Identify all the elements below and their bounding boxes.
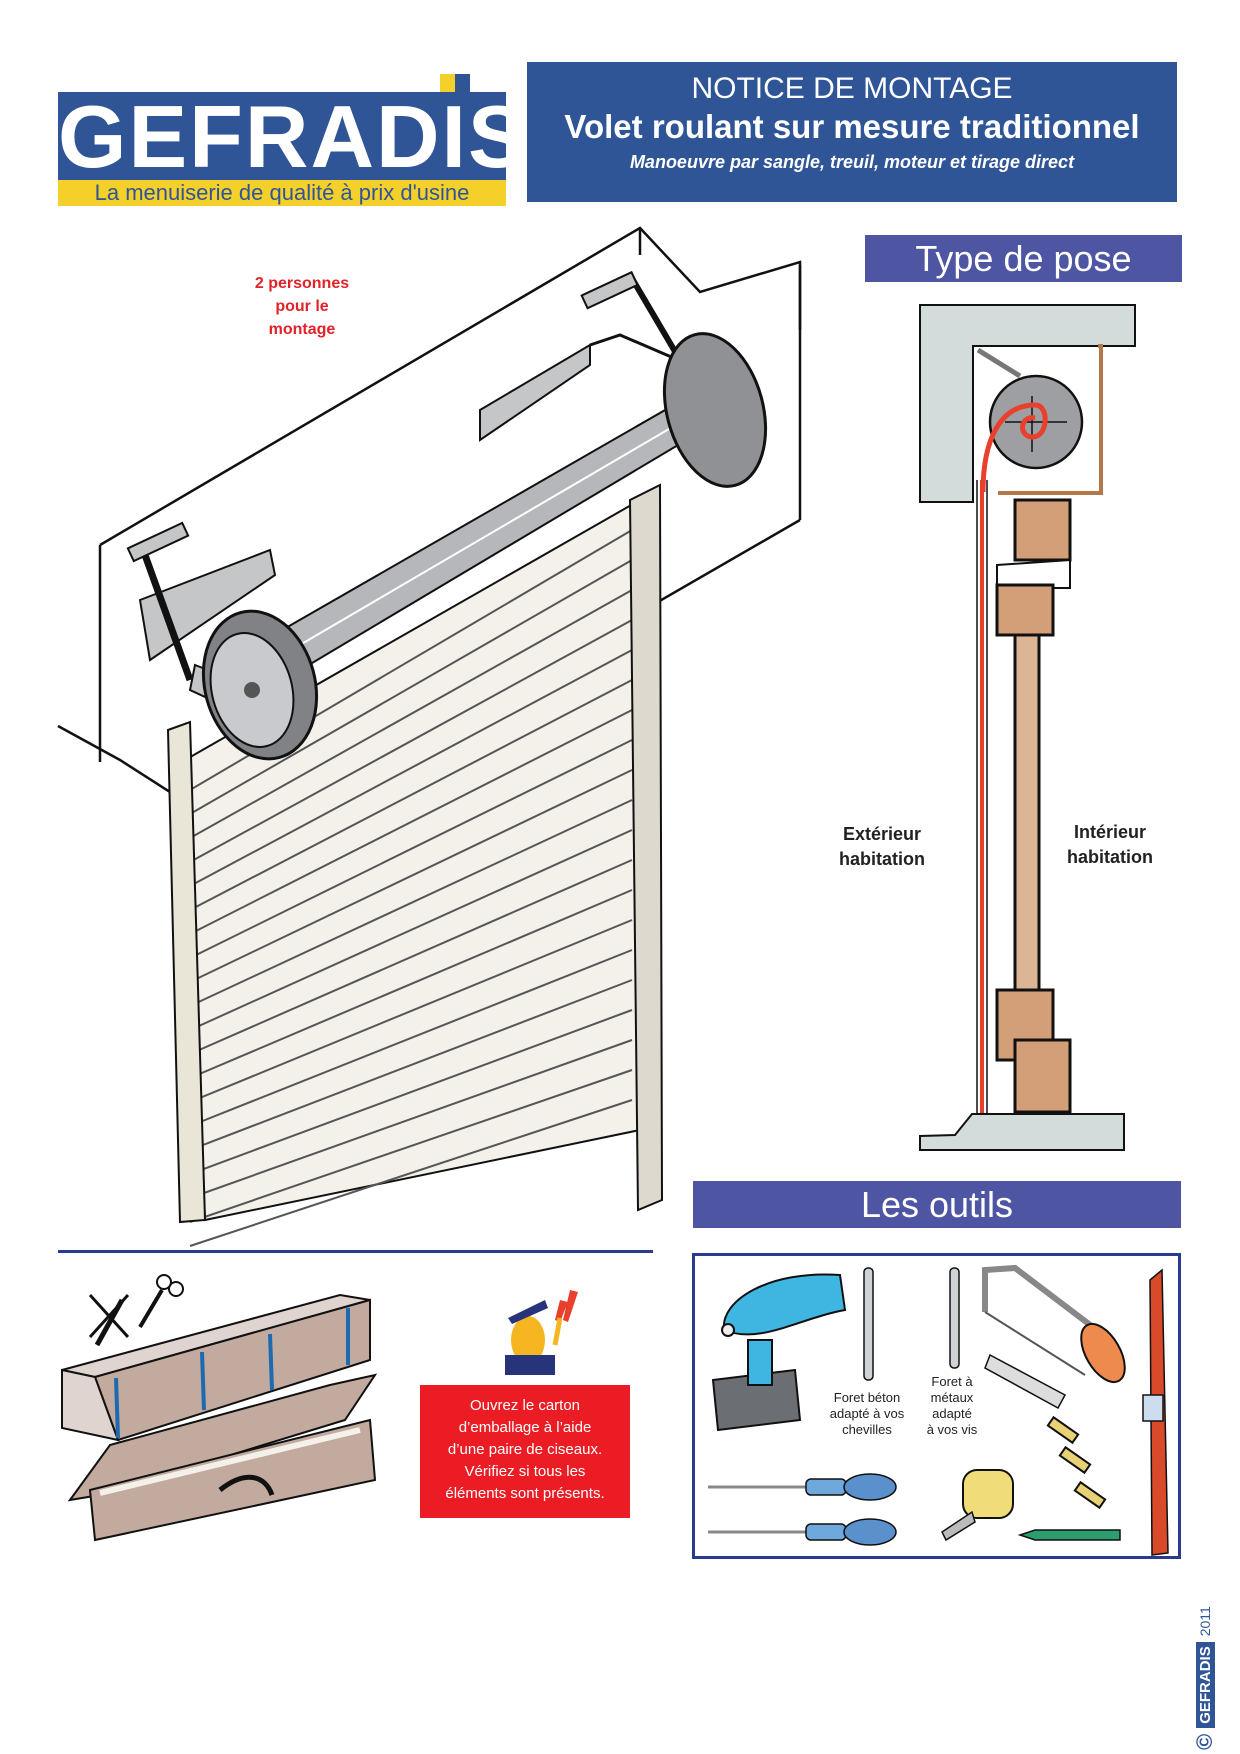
end-disc-right [662,332,768,488]
strap-red [980,402,1048,493]
screwdriver-flat-icon [708,1518,897,1546]
shutter-slat [189,709,633,935]
logo-yellow-accent [440,74,455,96]
warning-line: d’emballage à l’aide [458,1419,592,1436]
hacksaw-icon [982,1264,1126,1383]
warning-line: Vérifiez si tous les [464,1463,586,1480]
tools-panel [692,1253,1181,1559]
installation-cross-section [919,304,1136,1151]
shutter-slat [189,619,633,863]
section-divider [58,1250,653,1253]
screwdriver-phillips-icon [708,1473,897,1501]
shutter-slat [189,679,633,911]
scissors-icon [138,1274,184,1329]
caption-line: adapté à vos [829,1406,905,1421]
roller-shutter-illustration [57,226,802,1247]
document-subtitle: Manoeuvre par sangle, treuil, moteur et … [629,152,1075,172]
caption-line: Foret béton [833,1390,901,1405]
open-box-icon [67,1373,378,1542]
note-line: pour le [275,298,329,315]
shutter-slat [189,979,633,1151]
drill-icon [711,1273,847,1432]
exterior-label-line: habitation [839,849,925,869]
shutter-slat [189,649,633,887]
unpacking-warning: Ouvrez le carton d’emballage à l’aide d’… [420,1385,630,1518]
shutter-slat [189,769,633,983]
logo-name: GEFRADIS [58,87,529,186]
shutter-slat [189,829,633,1031]
caption-line: adapté [932,1406,972,1421]
title-block: NOTICE DE MONTAGE Volet roulant sur mesu… [527,62,1177,202]
utility-knife-icon [984,1353,1067,1410]
footer-year: 2011 [1197,1606,1213,1637]
closed-box-icon [61,1293,371,1442]
wall-bracket-right [479,270,691,442]
caption-line: à vos vis [926,1422,978,1437]
box-arm [976,347,1022,379]
warning-line: éléments sont présents. [445,1485,605,1502]
interior-label-line: Intérieur [1073,822,1147,842]
exterior-label: Extérieur habitation [812,822,952,872]
shutter-slat [189,919,633,1103]
warning-line: d’une paire de ciseaux. [447,1441,603,1458]
interior-label: Intérieur habitation [1040,820,1180,870]
document-title: Volet roulant sur mesure traditionnel [564,108,1140,145]
frame-bottom [1013,1038,1072,1114]
spirit-level-icon [1142,1268,1169,1556]
warning-line: Ouvrez le carton [469,1397,581,1414]
wall-plugs-icon [1046,1415,1107,1510]
shutter-curtain [166,483,664,1247]
tools-illustration [708,1264,1169,1556]
interior-label-line: habitation [1067,847,1153,867]
shutter-slat [189,949,633,1127]
shutter-slat [189,1009,633,1175]
shutter-slat [189,589,633,839]
footer-brand: GEFRADIS [1195,1642,1215,1728]
cutter-crossed-icon [88,1293,130,1347]
shutter-slat [189,859,633,1055]
footer-copyright: © GEFRADIS 2011 [1185,1560,1225,1750]
concrete-drill-bit-icon [863,1267,874,1381]
shutter-slat [189,1069,633,1223]
frame-top [1013,498,1072,562]
les-outils-header: Les outils [693,1181,1181,1228]
exterior-label-line: Extérieur [842,824,922,844]
note-line: montage [268,321,336,338]
tape-measure-icon [941,1469,1014,1542]
shutter-slat [189,559,633,815]
lintel-wall [919,304,1136,503]
notice-label: NOTICE DE MONTAGE [691,72,1013,105]
pencil-icon [1017,1529,1121,1541]
two-persons-note: 2 personnes pour le montage [222,272,382,341]
shutter-slat [189,1039,633,1199]
caption-line: chevilles [842,1422,892,1437]
box-cover [998,344,1103,495]
caption-line: métaux [930,1390,974,1405]
shutter-slat [189,1099,633,1247]
metal-drill-bit-icon [949,1267,960,1369]
logo-background [58,92,506,182]
wheel-pulley-left [201,609,319,761]
shutter-slat [189,889,633,1079]
rotate-arrow-icon [218,1474,275,1496]
type-de-pose-header: Type de pose [865,235,1182,282]
copyright-symbol: © [1192,1733,1217,1750]
concrete-bit-caption: Foret béton adapté à vos chevilles [822,1390,912,1438]
mascot-warning-icon [505,1290,578,1375]
brand-logo: GEFRADIS La menuiserie de qualité à prix… [58,62,529,206]
logo-tagline: La menuiserie de qualité à prix d'usine [58,180,506,206]
metal-bit-caption: Foret à métaux adapté à vos vis [916,1374,988,1438]
note-line: 2 personnes [254,275,350,292]
unpacking-illustration [61,1274,578,1542]
shutter-slat [189,739,633,959]
shutter-slat [189,799,633,1007]
logo-blue-accent [455,74,470,96]
window-sill [919,1113,1125,1151]
caption-line: Foret à [931,1374,973,1389]
